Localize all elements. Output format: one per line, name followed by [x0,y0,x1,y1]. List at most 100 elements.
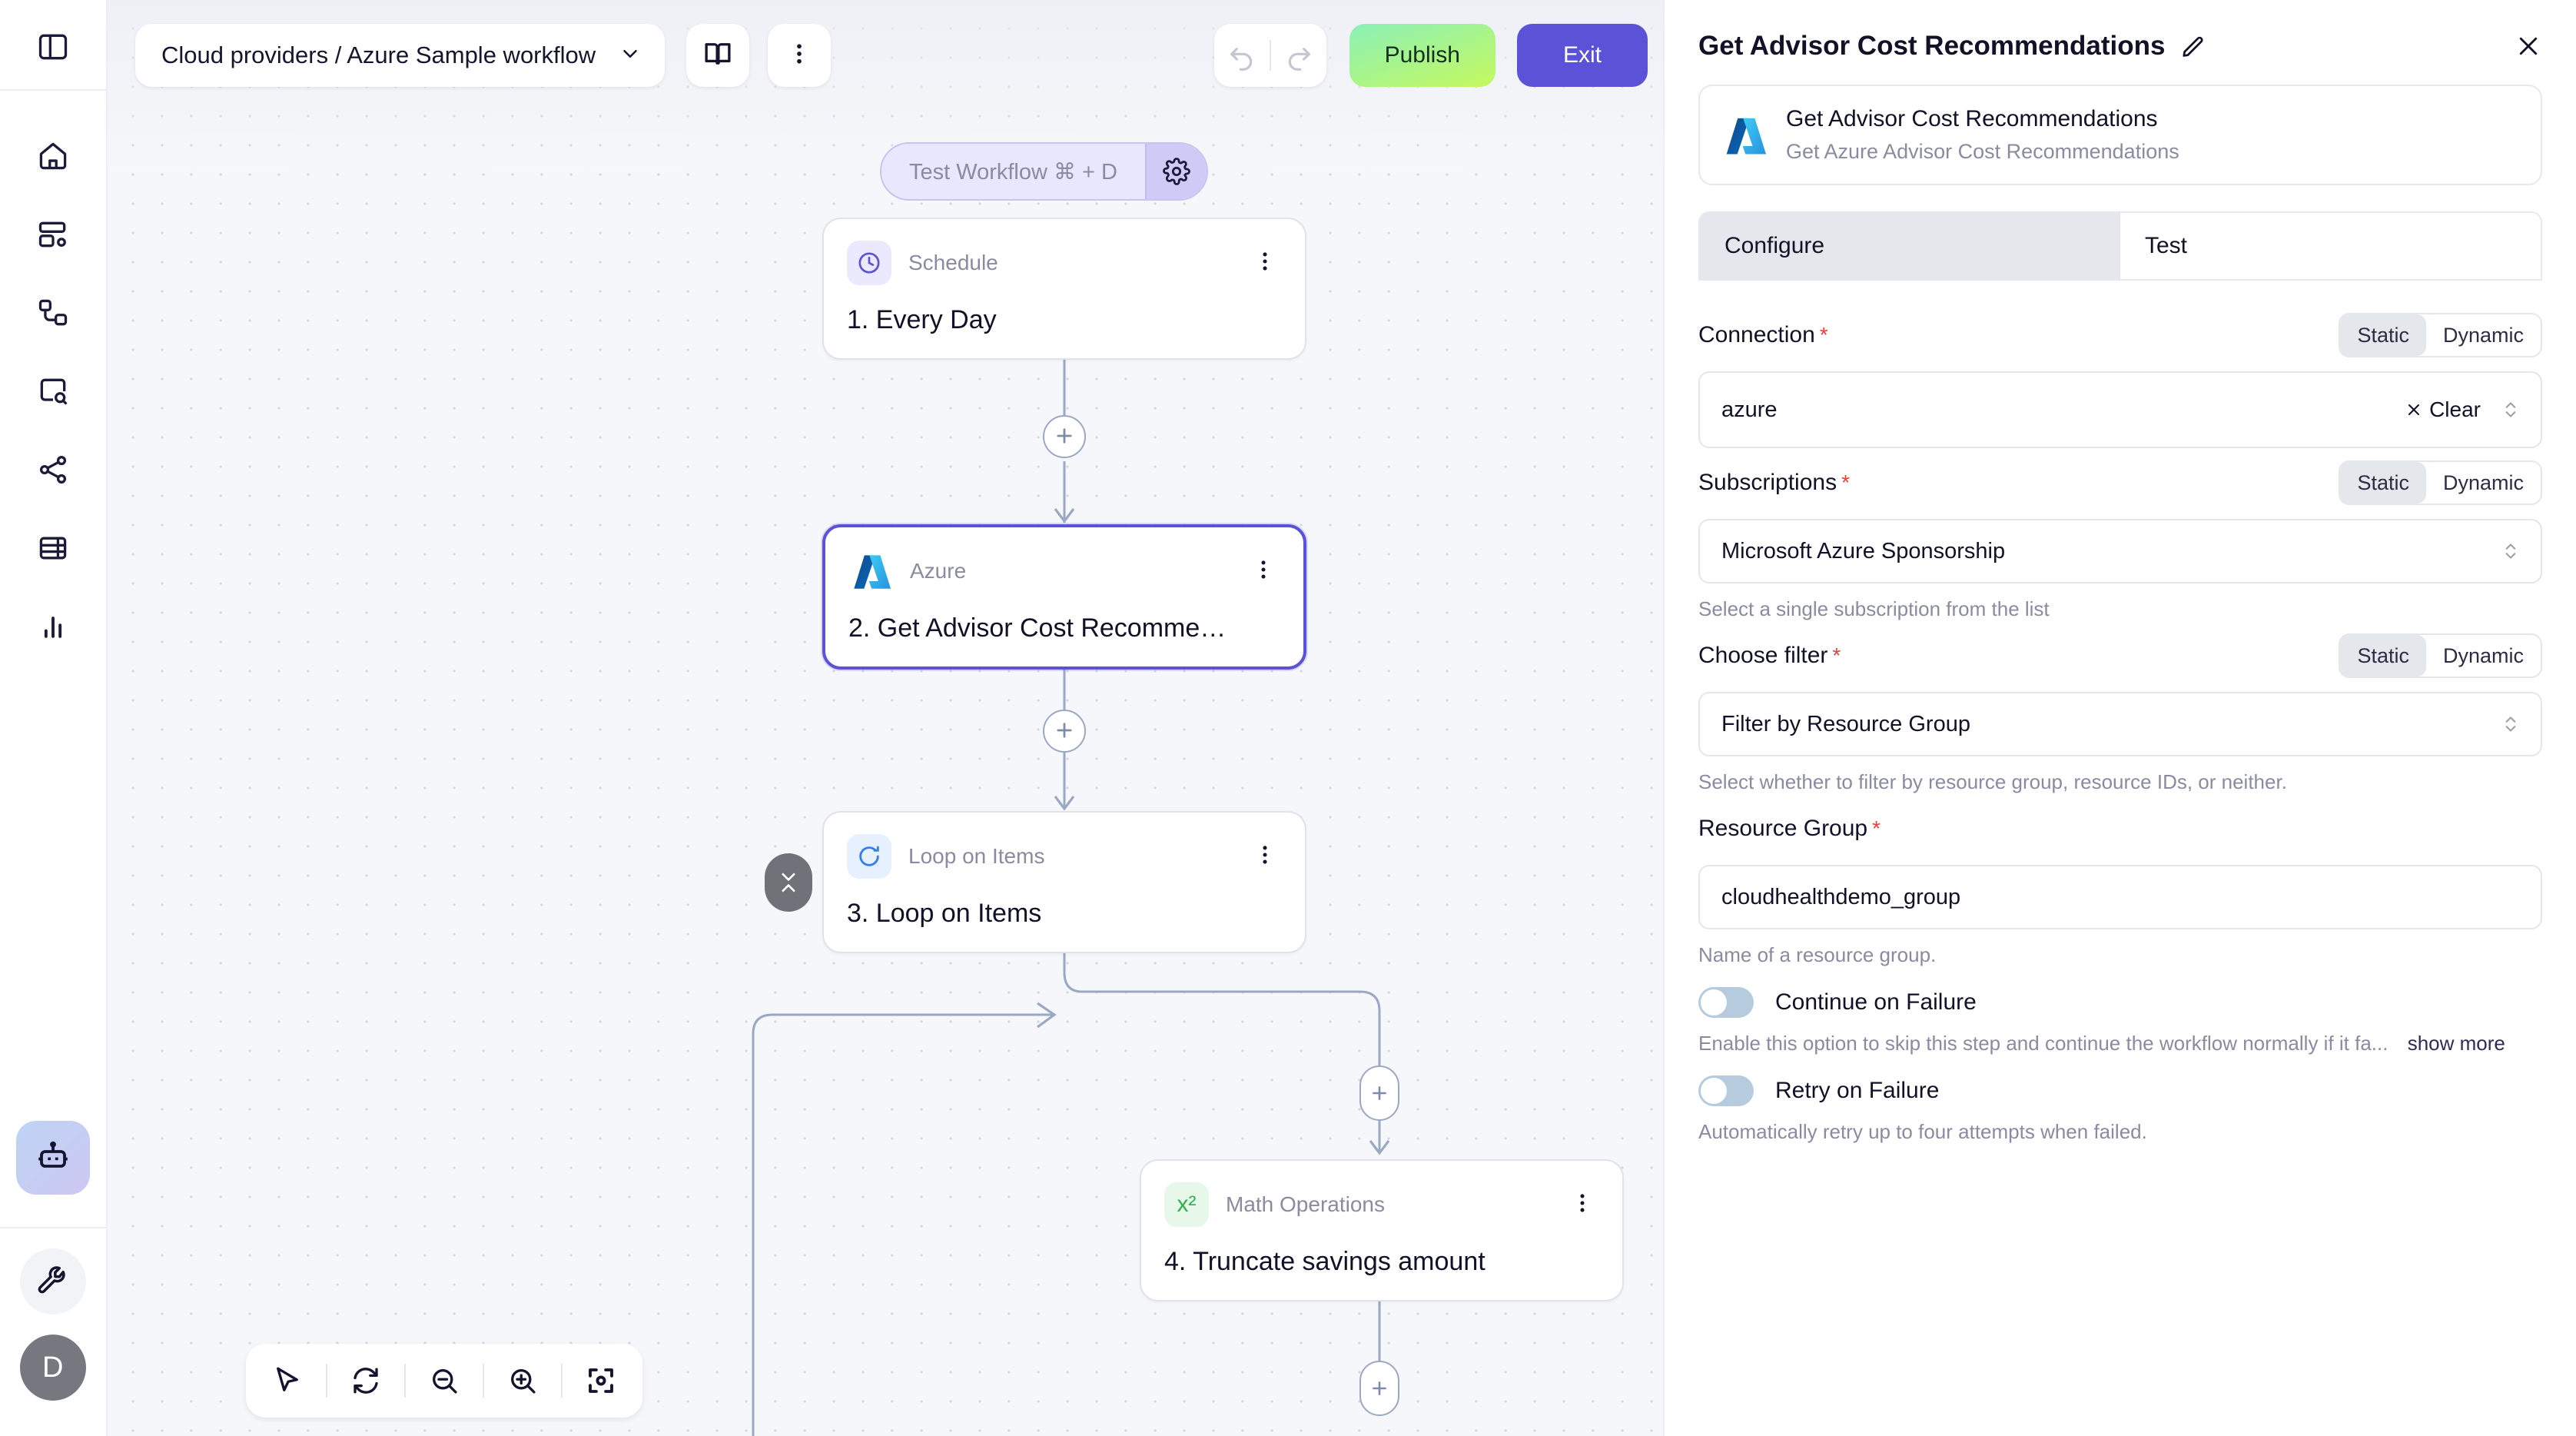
choose-filter-value: Filter by Resource Group [1721,711,1970,736]
retry-on-failure-row: Retry on Failure [1698,1075,2542,1106]
sidebar-item-workflows[interactable] [21,283,85,343]
resource-group-hint: Name of a resource group. [1698,943,1937,966]
sidebar-item-home[interactable] [21,126,85,186]
subscriptions-value: Microsoft Azure Sponsorship [1721,538,2006,563]
canvas-top-bar: Cloud providers / Azure Sample workflow [115,18,1648,92]
subscriptions-hint: Select a single subscription from the li… [1698,597,2050,620]
mode-dynamic[interactable]: Dynamic [2442,470,2524,494]
node-more-icon[interactable] [1247,557,1280,586]
tools-wrench-icon[interactable] [20,1248,86,1315]
undo-button[interactable] [1214,24,1270,87]
clear-connection-button[interactable]: Clear [2405,397,2481,422]
subscriptions-select[interactable]: Microsoft Azure Sponsorship [1698,519,2542,583]
workflow-canvas[interactable]: Cloud providers / Azure Sample workflow [108,0,1663,1436]
workflow-node-loop[interactable]: Loop on Items 3. Loop on Items [822,811,1306,953]
add-step-button-loop-2[interactable] [1359,1361,1399,1416]
sidebar-item-tables[interactable] [21,518,85,578]
add-step-button-1[interactable] [1043,415,1086,458]
config-panel: Get Advisor Cost Recommendations [1663,0,2576,1436]
continue-on-failure-hint: Enable this option to skip this step and… [1698,1032,2542,1055]
action-description: Get Azure Advisor Cost Recommendations [1786,140,2179,163]
mode-toggle-subscriptions: Static Dynamic [2339,460,2542,505]
toolbar-divider [326,1364,327,1398]
resource-group-input[interactable]: cloudhealthdemo_group [1698,865,2542,929]
sidebar-item-integrations[interactable] [21,440,85,500]
add-step-button-loop-1[interactable] [1359,1065,1399,1121]
field-label: Choose filter [1698,643,1828,668]
node-title: 3. Loop on Items [847,899,1042,928]
redo-button[interactable] [1271,24,1326,87]
workflow-more-button[interactable] [768,24,832,87]
tab-configure[interactable]: Configure [1700,213,2120,279]
connection-input[interactable]: azure Clear [1698,371,2542,448]
fit-view-focus-icon[interactable] [563,1344,639,1418]
book-icon [702,38,734,74]
test-workflow-label[interactable]: Test Workflow ⌘ + D [909,159,1117,184]
canvas-toolbar [246,1344,642,1418]
pencil-icon[interactable] [2180,33,2206,59]
choose-filter-select[interactable]: Filter by Resource Group [1698,692,2542,756]
sidebar-item-dashboard[interactable] [21,204,85,264]
node-type-label: Math Operations [1226,1192,1385,1216]
mode-toggle-connection: Static Dynamic [2339,313,2542,357]
show-more-link[interactable]: show more [2407,1032,2505,1055]
plus-icon [1369,1373,1389,1404]
test-settings-gear-icon[interactable] [1145,144,1207,199]
field-label: Connection [1698,322,1815,347]
node-more-icon[interactable] [1248,843,1282,871]
retry-on-failure-toggle[interactable] [1698,1075,1754,1106]
mode-static[interactable]: Static [2340,462,2426,504]
workflow-node-math[interactable]: x² Math Operations 4. Truncate savings a… [1140,1159,1624,1301]
choose-filter-stepper-icon[interactable] [2501,712,2521,736]
user-avatar[interactable]: D [20,1335,86,1401]
node-type-label: Schedule [908,251,998,274]
panel-title: Get Advisor Cost Recommendations [1698,31,2166,61]
rail-divider [0,89,107,91]
clear-label: Clear [2429,397,2481,421]
rail-divider-bottom [0,1227,107,1228]
zoom-in-icon[interactable] [484,1344,561,1418]
sidebar-item-explore[interactable] [21,361,85,421]
mode-dynamic[interactable]: Dynamic [2442,323,2524,347]
test-workflow-pill[interactable]: Test Workflow ⌘ + D [880,142,1208,201]
node-more-icon[interactable] [1565,1191,1599,1219]
field-subscriptions: Subscriptions * Static Dynamic Microsoft… [1698,459,2542,621]
workflow-node-azure[interactable]: Azure 2. Get Advisor Cost Recomme… [822,524,1306,670]
reset-view-refresh-icon[interactable] [327,1344,404,1418]
publish-button[interactable]: Publish [1349,24,1495,87]
loop-collapse-toggle[interactable] [765,853,812,912]
more-vertical-icon [785,40,813,71]
node-header: Schedule [847,241,1282,285]
select-tool-cursor-icon[interactable] [249,1344,326,1418]
sidebar-item-analytics[interactable] [21,597,85,657]
close-icon[interactable] [2515,32,2542,60]
toolbar-divider [561,1364,563,1398]
node-title: 1. Every Day [847,305,997,334]
exit-button[interactable]: Exit [1516,24,1648,87]
hint-text: Enable this option to skip this step and… [1698,1032,2388,1055]
workflow-path-selector[interactable]: Cloud providers / Azure Sample workflow [135,24,666,87]
mode-static[interactable]: Static [2340,314,2426,356]
undo-divider [1269,40,1271,71]
field-label: Resource Group [1698,816,1868,841]
rail-nav [21,126,85,657]
node-type-label: Loop on Items [908,844,1045,868]
plus-icon [1369,1078,1389,1109]
node-header: x² Math Operations [1164,1182,1599,1227]
add-step-button-2[interactable] [1043,710,1086,753]
docs-button[interactable] [686,24,750,87]
workflow-node-schedule[interactable]: Schedule 1. Every Day [822,218,1306,360]
continue-on-failure-toggle[interactable] [1698,987,1754,1018]
connection-stepper-icon[interactable] [2501,397,2521,422]
toolbar-divider [404,1364,406,1398]
subscriptions-stepper-icon[interactable] [2501,539,2521,563]
sidebar-toggle-icon[interactable] [21,17,85,77]
mode-static[interactable]: Static [2340,635,2426,676]
mode-dynamic[interactable]: Dynamic [2442,643,2524,667]
tab-test[interactable]: Test [2120,213,2541,279]
node-more-icon[interactable] [1248,249,1282,278]
field-choose-filter: Choose filter * Static Dynamic Filter by… [1698,632,2542,794]
assistant-bot-icon[interactable] [16,1121,90,1195]
zoom-out-icon[interactable] [406,1344,483,1418]
required-marker: * [1832,643,1841,667]
